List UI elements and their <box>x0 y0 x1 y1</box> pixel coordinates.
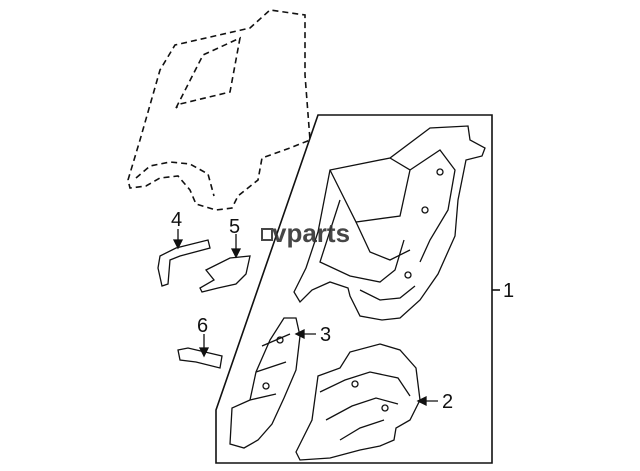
callout-1: 1 <box>503 280 514 302</box>
callout-5: 5 <box>229 216 240 238</box>
leader-6 <box>198 334 210 358</box>
callout-4: 4 <box>171 209 182 231</box>
watermark: vparts <box>261 218 350 248</box>
quarter-inner-panel <box>293 125 486 321</box>
watermark-logo-box <box>261 228 273 241</box>
leader-2 <box>416 395 438 407</box>
leader-5 <box>230 234 242 259</box>
bracket-part-4 <box>157 239 211 287</box>
callout-6: 6 <box>197 315 208 337</box>
body-outline-phantom <box>127 9 311 211</box>
wheelhouse-outer <box>295 343 421 461</box>
callout-2: 2 <box>442 391 453 413</box>
wheelhouse-inner <box>229 317 301 449</box>
leader-4 <box>172 229 184 250</box>
callout-3: 3 <box>320 324 331 346</box>
assembly-frame <box>215 114 500 464</box>
watermark-text: vparts <box>272 218 350 248</box>
reinforcement-part-5 <box>199 255 251 293</box>
leader-3 <box>294 328 316 340</box>
bracket-part-6 <box>177 347 223 369</box>
